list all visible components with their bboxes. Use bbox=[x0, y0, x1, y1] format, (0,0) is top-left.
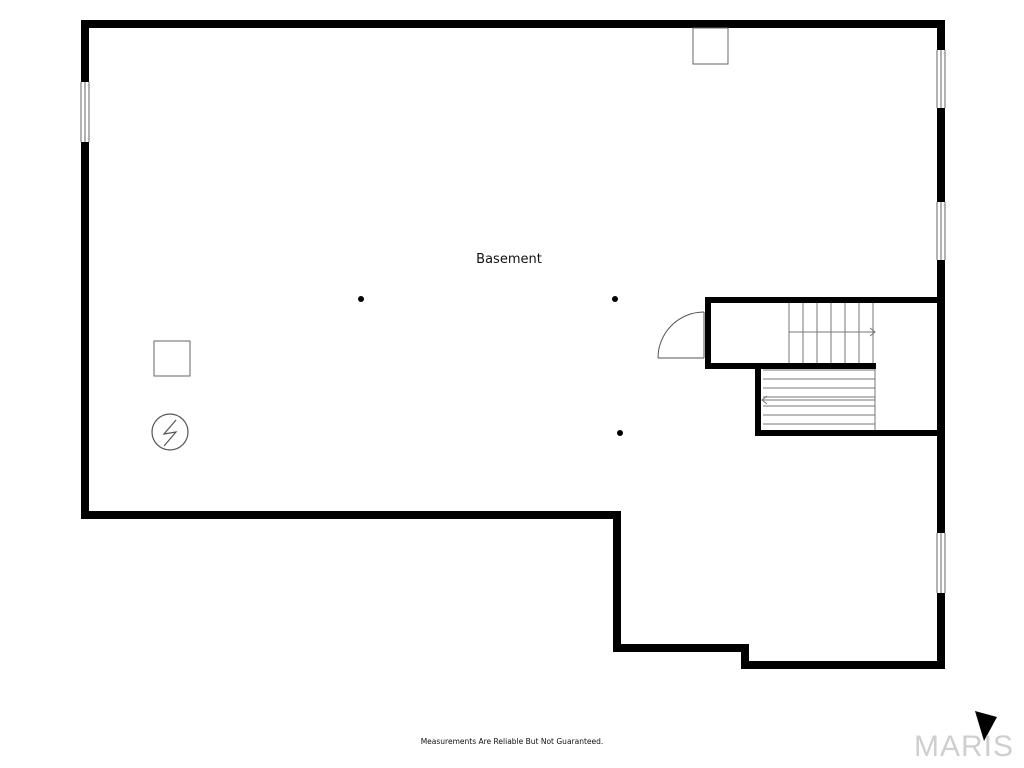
north-arrow-icon bbox=[975, 711, 997, 741]
post-1 bbox=[358, 296, 364, 302]
post-3 bbox=[617, 430, 623, 436]
vent-box bbox=[692, 27, 729, 65]
window-right-1 bbox=[936, 50, 946, 108]
window-left bbox=[80, 82, 90, 142]
stair-wall-lower bbox=[755, 366, 937, 436]
exterior-wall bbox=[81, 20, 945, 669]
post-2 bbox=[612, 296, 618, 302]
stairs-lower bbox=[761, 369, 876, 430]
door-swing bbox=[657, 311, 705, 359]
water-heater-icon bbox=[151, 413, 189, 451]
stair-wall-upper bbox=[705, 297, 937, 366]
stairs-upper bbox=[788, 303, 876, 363]
disclaimer-text: Measurements Are Reliable But Not Guaran… bbox=[420, 737, 604, 746]
window-right-2 bbox=[936, 202, 946, 260]
maris-logo: MARIS bbox=[913, 730, 1014, 763]
window-right-3 bbox=[936, 533, 946, 593]
furnace-fixture bbox=[153, 340, 191, 377]
room-label-basement: Basement bbox=[476, 252, 542, 267]
